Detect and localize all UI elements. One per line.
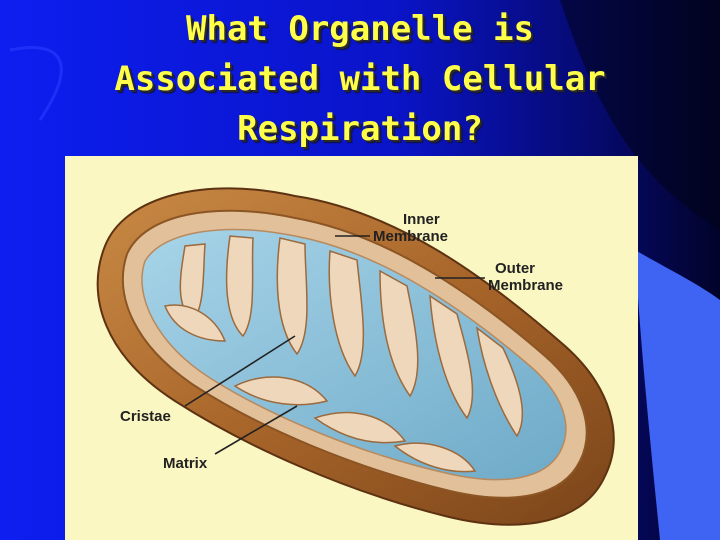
outer-membrane-label-line-1: Outer: [495, 260, 535, 277]
slide-title: What Organelle is Associated with Cellul…: [20, 4, 700, 154]
title-line-2: Associated with Cellular: [114, 59, 606, 99]
decorative-swoosh: [635, 250, 720, 540]
leader-lines: [184, 235, 485, 455]
title-line-1: What Organelle is: [186, 9, 534, 49]
inner-membrane-label-line-2: Membrane: [373, 228, 448, 245]
title-line-3: Respiration?: [237, 109, 483, 149]
mitochondrion-figure: Inner Membrane Outer Membrane Cristae Ma…: [65, 156, 638, 540]
outer-membrane-label-line-2: Membrane: [488, 277, 563, 294]
cristae-label: Cristae: [120, 408, 171, 425]
inner-membrane-label-line-1: Inner: [403, 211, 440, 228]
cristae-folds: [163, 235, 524, 473]
mitochondrion-diagram: Inner Membrane Outer Membrane Cristae Ma…: [96, 187, 615, 526]
matrix-label: Matrix: [163, 455, 208, 472]
